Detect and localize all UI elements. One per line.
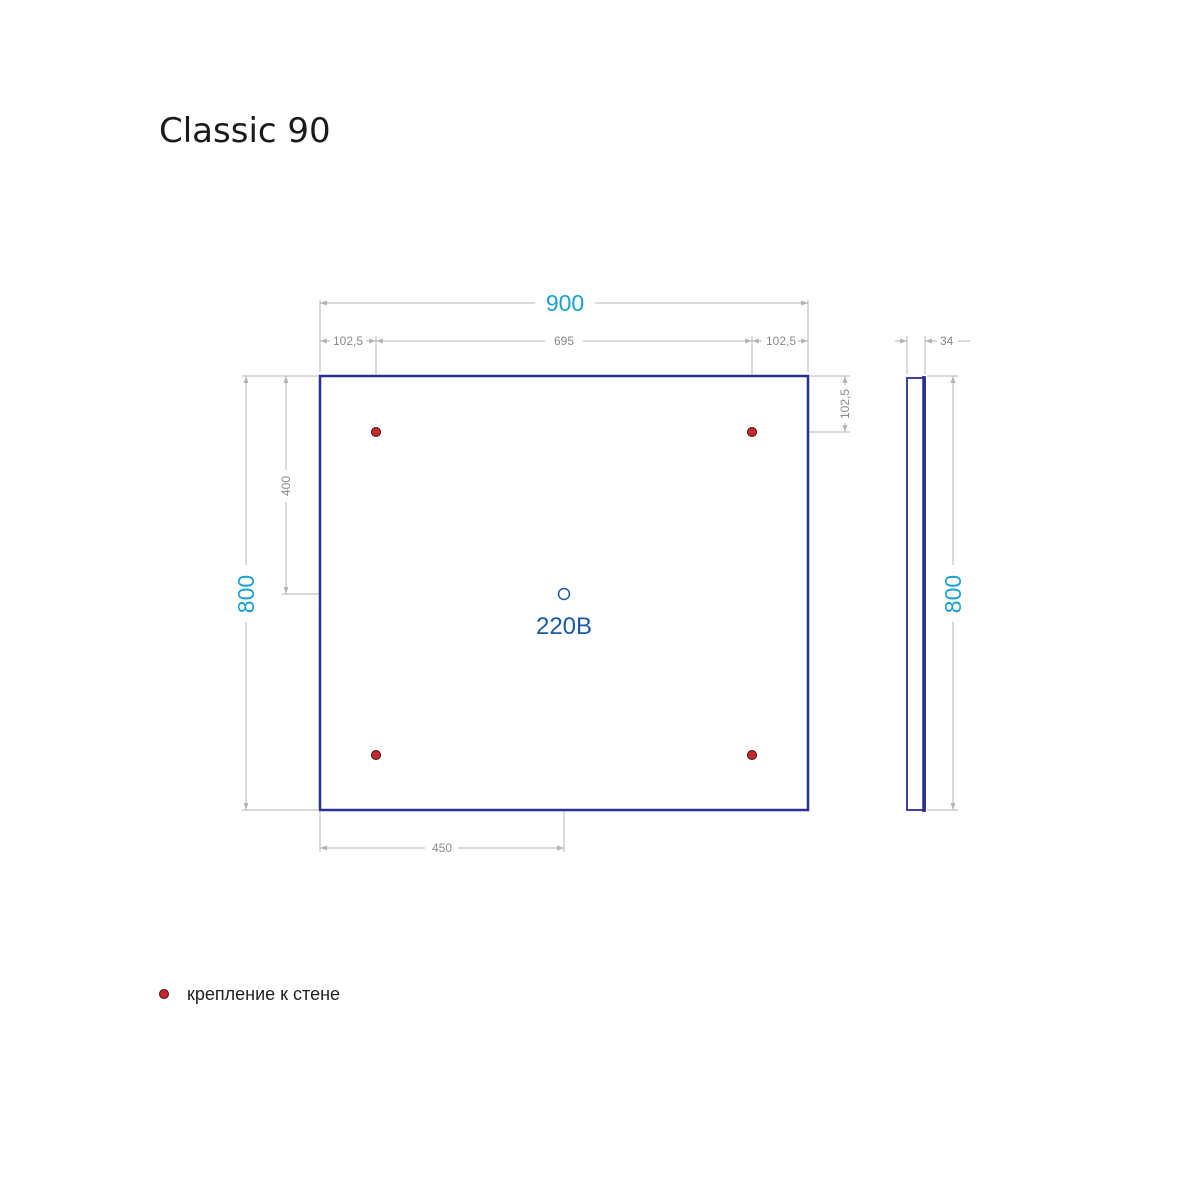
socket-icon [557,587,571,601]
dim-overall-width: 900 [546,290,584,316]
mount-point-bottom-right [747,750,757,760]
legend: крепление к стене [159,984,340,1004]
dim-right-margin: 102,5 [766,334,796,348]
dim-top-margin: 102,5 [838,389,852,419]
mount-point-bottom-left [371,750,381,760]
page-title: Classic 90 [159,111,331,151]
legend-mount-icon [159,989,169,999]
dim-side-height: 800 [940,575,966,613]
dim-depth: 34 [940,334,954,348]
socket-label: 220В [536,613,592,640]
mount-point-top-right [747,427,757,437]
dim-hole-spacing: 695 [554,334,574,348]
dim-overall-height: 800 [233,575,259,613]
dim-socket-from-left: 450 [432,841,452,855]
legend-mount-label: крепление к стене [187,984,340,1004]
mount-point-top-left [371,427,381,437]
front-view: 900 102,5 695 102,5 800 400 102,5 [233,290,852,855]
side-view: 34 800 [895,334,970,812]
dim-left-margin: 102,5 [333,334,363,348]
dim-socket-from-top: 400 [279,476,293,496]
